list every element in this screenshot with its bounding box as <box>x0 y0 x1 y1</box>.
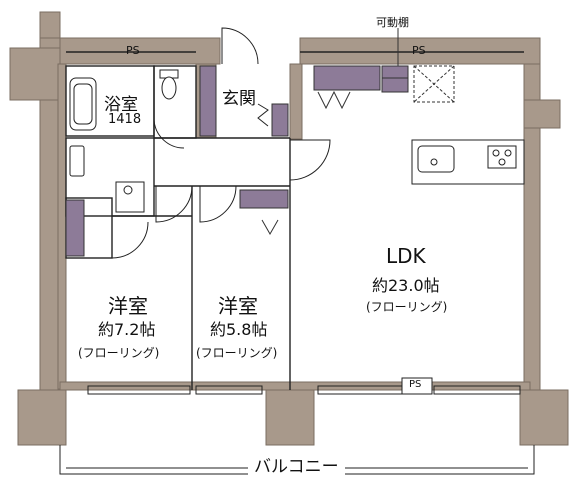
doors <box>111 27 331 259</box>
storage-door-room2 <box>261 219 279 236</box>
room2-name: 洋室 <box>218 294 258 318</box>
storage-door-ldk <box>317 90 351 110</box>
ps-balcony-box <box>401 377 433 395</box>
wall-entrance <box>289 63 303 140</box>
sink-drain <box>430 158 438 166</box>
movable-shelf-diag2 <box>413 65 455 103</box>
toilet-icon <box>161 76 177 100</box>
door-shoe <box>257 103 269 127</box>
wall-bottom-right <box>519 389 569 446</box>
ps-left-label: PS <box>126 44 140 57</box>
room1-name: 洋室 <box>108 294 148 318</box>
room2-floor: (フローリング) <box>196 346 278 360</box>
burner-2 <box>504 149 512 157</box>
sink-icon <box>417 145 455 173</box>
storage-shoe-right <box>271 103 289 137</box>
movable-shelf-label: 可動棚 <box>376 16 409 29</box>
door-room1 <box>155 185 193 223</box>
window-ldk-2 <box>433 385 521 395</box>
room1-size: 約7.2帖 <box>98 320 156 339</box>
wall-bottom-left <box>17 389 67 446</box>
storage-left-closet <box>65 199 85 257</box>
entrance-label: 玄関 <box>222 89 256 109</box>
wall-bottom-inner <box>59 381 531 391</box>
room1-floor: (フローリング) <box>78 346 160 360</box>
washing-drain <box>123 185 133 195</box>
washbasin-icon <box>69 145 85 177</box>
storage-ldk-1 <box>313 65 381 91</box>
storage-blocks <box>65 65 409 257</box>
door-hall-ldk <box>289 139 331 181</box>
wall-right-bump <box>523 99 561 129</box>
ldk-size: 約23.0帖 <box>372 276 440 295</box>
window-room1 <box>87 385 191 395</box>
door-closet-left <box>111 221 149 259</box>
window-room2 <box>195 385 263 395</box>
storage-door-marks <box>261 28 455 236</box>
ps-balcony-label: PS <box>409 379 422 390</box>
ldk-floor: (フローリング) <box>366 300 448 314</box>
door-entrance <box>221 27 259 65</box>
bathtub-inner <box>73 83 93 125</box>
storage-ldk-3 <box>381 77 409 93</box>
fixtures <box>69 69 525 213</box>
wall-bottom-mid <box>265 389 315 446</box>
bath-name: 浴室 <box>104 95 138 115</box>
wall-left-bump <box>9 47 61 101</box>
walls <box>9 11 569 446</box>
storage-room2 <box>239 189 289 209</box>
washroom-outline <box>65 137 155 217</box>
room2-size: 約5.8帖 <box>210 320 268 339</box>
burner-1 <box>492 149 500 157</box>
windows <box>87 377 521 395</box>
bath-size: 1418 <box>108 112 142 127</box>
ldk-name: LDK <box>386 244 426 268</box>
door-bath <box>153 119 185 149</box>
balcony-label: バルコニー <box>248 452 345 477</box>
burner-3 <box>498 158 506 166</box>
storage-shoe-left <box>199 65 217 137</box>
wall-bath-left <box>57 63 67 390</box>
door-room2 <box>199 185 237 223</box>
movable-shelf-box <box>413 65 455 103</box>
ps-right-label: PS <box>412 44 426 57</box>
